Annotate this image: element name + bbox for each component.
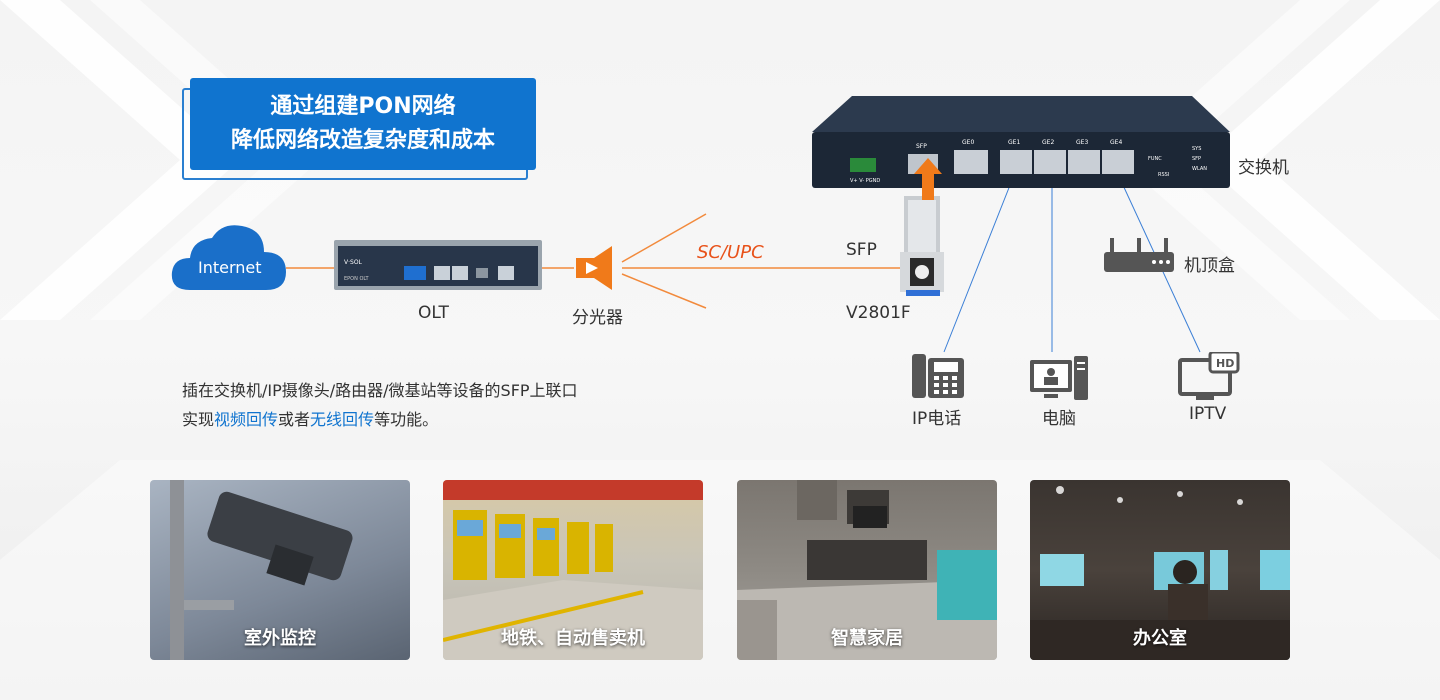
desc-text: 等功能。 [374, 410, 439, 429]
ticket-machines-icon [443, 480, 703, 660]
security-camera-icon [170, 480, 353, 660]
port-ge0-text: GE0 [962, 139, 974, 146]
description-line2: 实现视频回传或者无线回传等功能。 [182, 405, 578, 434]
switch-label: 交换机 [1238, 158, 1289, 178]
office-icon [1030, 486, 1290, 660]
sfp-module-icon [900, 196, 944, 296]
switch-device: SFP GE0 GE1 GE2 GE3 GE4 V+ V- PGND FUNC … [812, 96, 1230, 188]
port-ge3-text: GE3 [1076, 139, 1088, 146]
line-split-up [621, 213, 707, 263]
line-split-down [621, 273, 707, 309]
scenario-caption: 室外监控 [244, 628, 316, 649]
splitter-label: 分光器 [572, 308, 623, 328]
title-line1: 通过组建PON网络 [270, 94, 456, 119]
desc-highlight-video: 视频回传 [214, 410, 279, 429]
olt-model-text: EPON OLT [344, 276, 369, 282]
desc-text: 或者 [278, 410, 311, 429]
stb-label: 机顶盒 [1184, 256, 1235, 276]
internet-label: Internet [198, 258, 262, 277]
switch-led-wlan: WLAN [1192, 166, 1207, 172]
ip-phone-icon [912, 354, 964, 398]
cloud-icon [171, 225, 286, 290]
pc-label: 电脑 [1042, 409, 1076, 429]
scenario-caption: 智慧家居 [831, 628, 903, 649]
switch-led-sfp: SFP [1192, 156, 1201, 162]
desc-text: 实现 [182, 410, 215, 429]
port-ge4-text: GE4 [1110, 139, 1122, 146]
olt-brand-text: V·SOL [344, 259, 363, 266]
title-line2: 降低网络改造复杂度和成本 [230, 128, 495, 153]
switch-func-text: FUNC [1148, 156, 1162, 162]
port-ge2-text: GE2 [1042, 139, 1054, 146]
iptv-label: IPTV [1189, 404, 1227, 424]
olt-device: V·SOL EPON OLT [334, 240, 542, 290]
scenario-outdoor-surveillance[interactable]: 室外监控 [150, 480, 410, 660]
scenario-caption: 办公室 [1133, 628, 1187, 649]
sfp-label: SFP [846, 240, 877, 260]
description: 插在交换机/IP摄像头/路由器/微基站等设备的SFP上联口 实现视频回传或者无线… [182, 376, 578, 434]
line-ge1-phone [943, 169, 1017, 353]
title-box: 通过组建PON网络 降低网络改造复杂度和成本 [190, 78, 536, 170]
living-room-icon [737, 480, 997, 660]
desc-highlight-wireless: 无线回传 [310, 410, 375, 429]
port-ge1-text: GE1 [1008, 139, 1020, 146]
switch-rssi-text: RSSI [1158, 172, 1169, 178]
scenario-smart-home[interactable]: 智慧家居 [737, 480, 997, 660]
scenario-subway-vending[interactable]: 地铁、自动售卖机 [443, 480, 703, 660]
ip-phone-label: IP电话 [912, 409, 962, 429]
iptv-icon: HD [1178, 352, 1240, 400]
scenario-caption: 地铁、自动售卖机 [501, 628, 645, 649]
description-line1: 插在交换机/IP摄像头/路由器/微基站等设备的SFP上联口 [182, 381, 578, 400]
switch-led-sys: SYS [1192, 146, 1201, 152]
sc-upc-label: SC/UPC [697, 242, 764, 263]
pc-icon [1030, 356, 1088, 400]
scenario-office[interactable]: 办公室 [1030, 480, 1290, 660]
set-top-box-icon [1104, 238, 1174, 272]
olt-label: OLT [418, 303, 449, 323]
v2801f-label: V2801F [846, 303, 911, 323]
sfp-insert-arrow-icon [914, 158, 942, 200]
switch-power-text: V+ V- PGND [850, 178, 880, 184]
splitter-icon [576, 246, 612, 290]
iptv-hd-text: HD [1216, 357, 1234, 370]
port-sfp-text: SFP [916, 143, 927, 150]
